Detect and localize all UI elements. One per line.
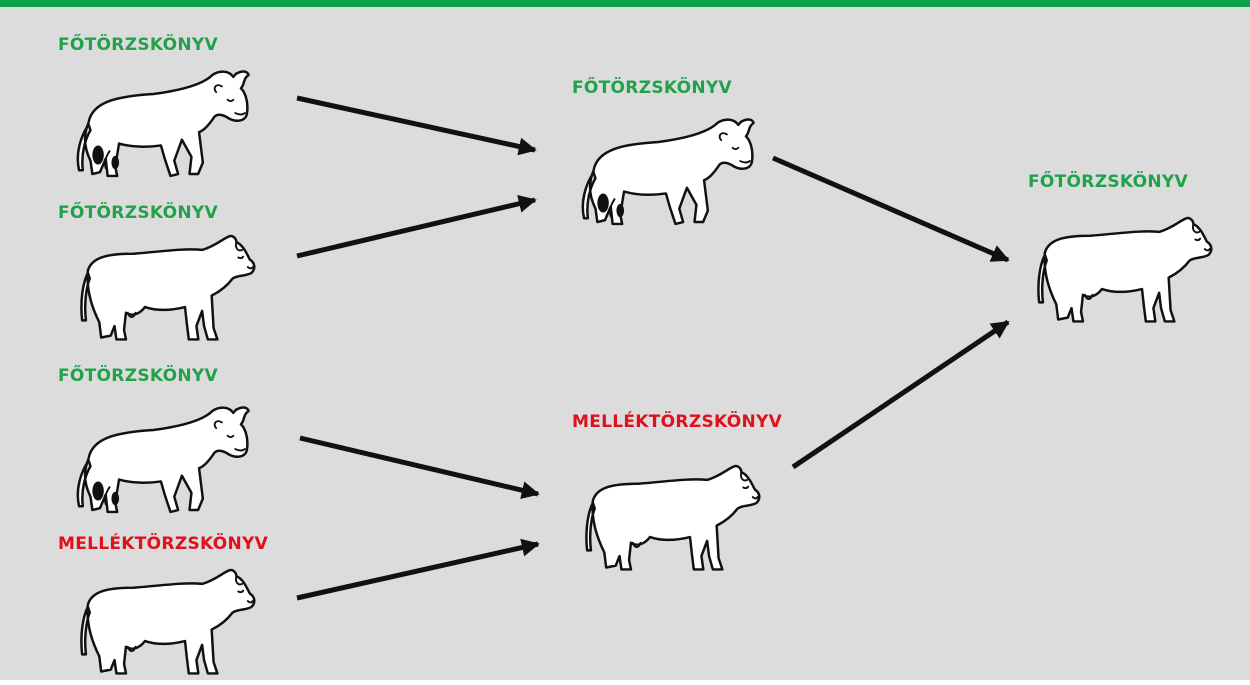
register-label-dam-2: MELLÉKTÖRZSKÖNYV [58,534,269,554]
cow-icon [80,568,256,675]
bull-icon [76,70,250,178]
register-label-dam-1: FŐTÖRZSKÖNYV [58,203,218,223]
bull-body [581,118,755,226]
bull-body [76,70,250,178]
cow-body [1037,216,1213,323]
bull-patch [111,491,120,506]
arrow-parent-2-to-offspring [791,319,1010,470]
register-label-parent-1: FŐTÖRZSKÖNYV [572,78,732,98]
arrow-dam-1-to-parent-1 [296,194,537,259]
bull-icon [581,118,755,226]
bull-patch [92,145,104,165]
register-label-sire-2: FŐTÖRZSKÖNYV [58,366,218,386]
cow-body [80,234,256,341]
bottom-strip [0,680,1250,685]
cow-icon [80,234,256,341]
cow-detail-lines [126,575,254,652]
top-accent-bar [0,0,1250,7]
cow-body [585,464,761,571]
register-label-offspring: FŐTÖRZSKÖNYV [1028,172,1188,192]
register-label-sire-1: FŐTÖRZSKÖNYV [58,35,218,55]
cow-body [80,568,256,675]
bull-icon [76,406,250,514]
bull-detail-lines [104,420,246,506]
arrow-parent-1-to-offspring [772,155,1010,263]
bull-patch [616,203,625,218]
cow-detail-lines [631,471,759,548]
bull-patch [92,481,104,501]
bull-body [76,406,250,514]
cow-icon [1037,216,1213,323]
bull-detail-lines [609,132,751,218]
arrow-sire-1-to-parent-1 [296,95,537,156]
bull-patch [597,193,609,213]
register-label-parent-2: MELLÉKTÖRZSKÖNYV [572,412,783,432]
cow-detail-lines [126,241,254,318]
bull-detail-lines [104,84,246,170]
arrow-dam-2-to-parent-2 [296,538,540,601]
arrow-sire-2-to-parent-2 [299,435,540,500]
cow-detail-lines [1083,223,1211,300]
cow-icon [585,464,761,571]
bull-patch [111,155,120,170]
